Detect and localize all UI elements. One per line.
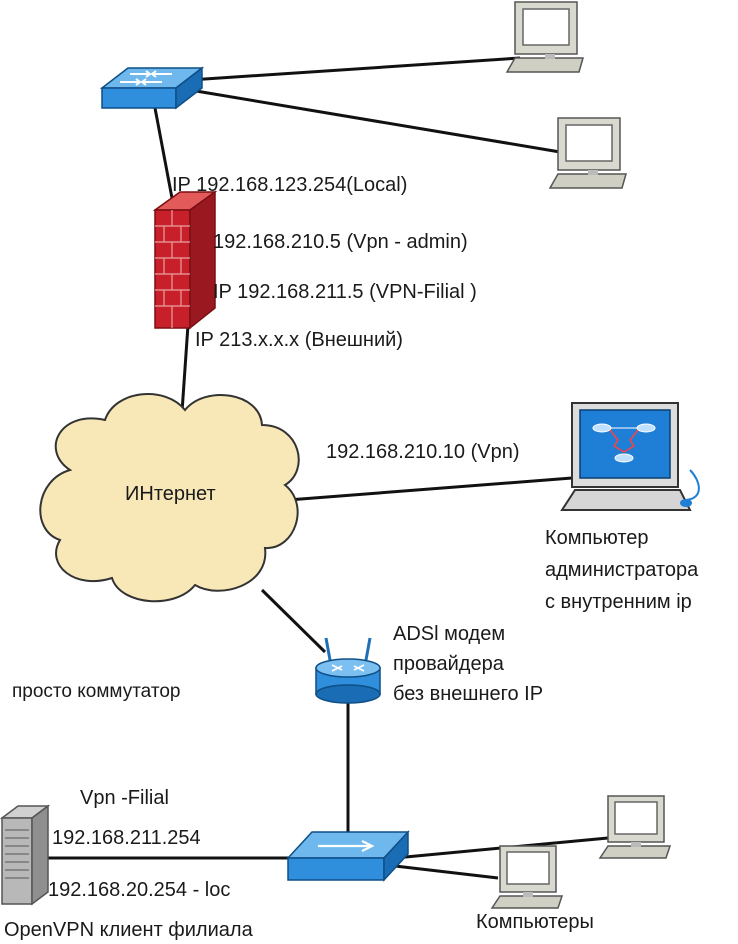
server-icon xyxy=(0,804,51,906)
label-vpn-filial-ip: IP 192.168.211.5 (VPN-Filial ) xyxy=(213,281,477,303)
firewall-icon xyxy=(152,190,218,330)
computer-icon xyxy=(490,845,564,909)
label-vpn-filial: Vpn -Filial xyxy=(80,787,169,809)
router-icon xyxy=(315,637,381,704)
link-firewall-cloud xyxy=(180,324,190,413)
label-admin-pc-1: Компьютер xyxy=(545,527,649,549)
computer-icon xyxy=(548,117,627,189)
label-modem-1: ADSl модем xyxy=(393,623,505,645)
link-cloud-modem xyxy=(260,588,327,654)
label-admin-pc-2: администратора xyxy=(545,559,699,581)
label-simple-switch: просто коммутатор xyxy=(12,681,180,702)
label-external-ip: IP 213.x.x.x (Внешний) xyxy=(195,329,403,351)
screen-network-icon xyxy=(592,423,656,463)
label-modem-3: без внешнего IP xyxy=(393,683,543,705)
link-switch-pc4 xyxy=(394,864,499,880)
label-computers: Компьютеры xyxy=(476,911,594,933)
branch-switch-icon xyxy=(286,830,410,882)
label-local-ip: IP 192.168.123.254(Local) xyxy=(172,174,407,196)
label-modem-2: провайдера xyxy=(393,653,505,675)
label-internet: ИНтернет xyxy=(125,483,216,505)
link-switch-pc2 xyxy=(189,88,561,154)
label-openvpn-client: OpenVPN клиент филиала xyxy=(4,919,254,941)
switch-icon xyxy=(99,66,205,110)
label-filial-ip-1: 192.168.211.254 xyxy=(52,827,201,849)
link-switch-pc1 xyxy=(189,56,521,82)
cloud-icon xyxy=(39,393,300,603)
link-switch-firewall xyxy=(153,107,174,199)
label-vpn-admin-ip: 192.168.210.5 (Vpn - admin) xyxy=(213,231,468,253)
label-admin-pc-3: с внутренним ip xyxy=(545,591,692,613)
label-filial-ip-2: 192.168.20.254 - loc xyxy=(48,879,230,901)
admin-computer-icon xyxy=(560,402,700,511)
computer-icon xyxy=(598,795,672,859)
label-admin-vpn-ip: 192.168.210.10 (Vpn) xyxy=(326,441,520,463)
link-cloud-admin xyxy=(287,476,573,502)
computer-icon xyxy=(505,1,584,73)
